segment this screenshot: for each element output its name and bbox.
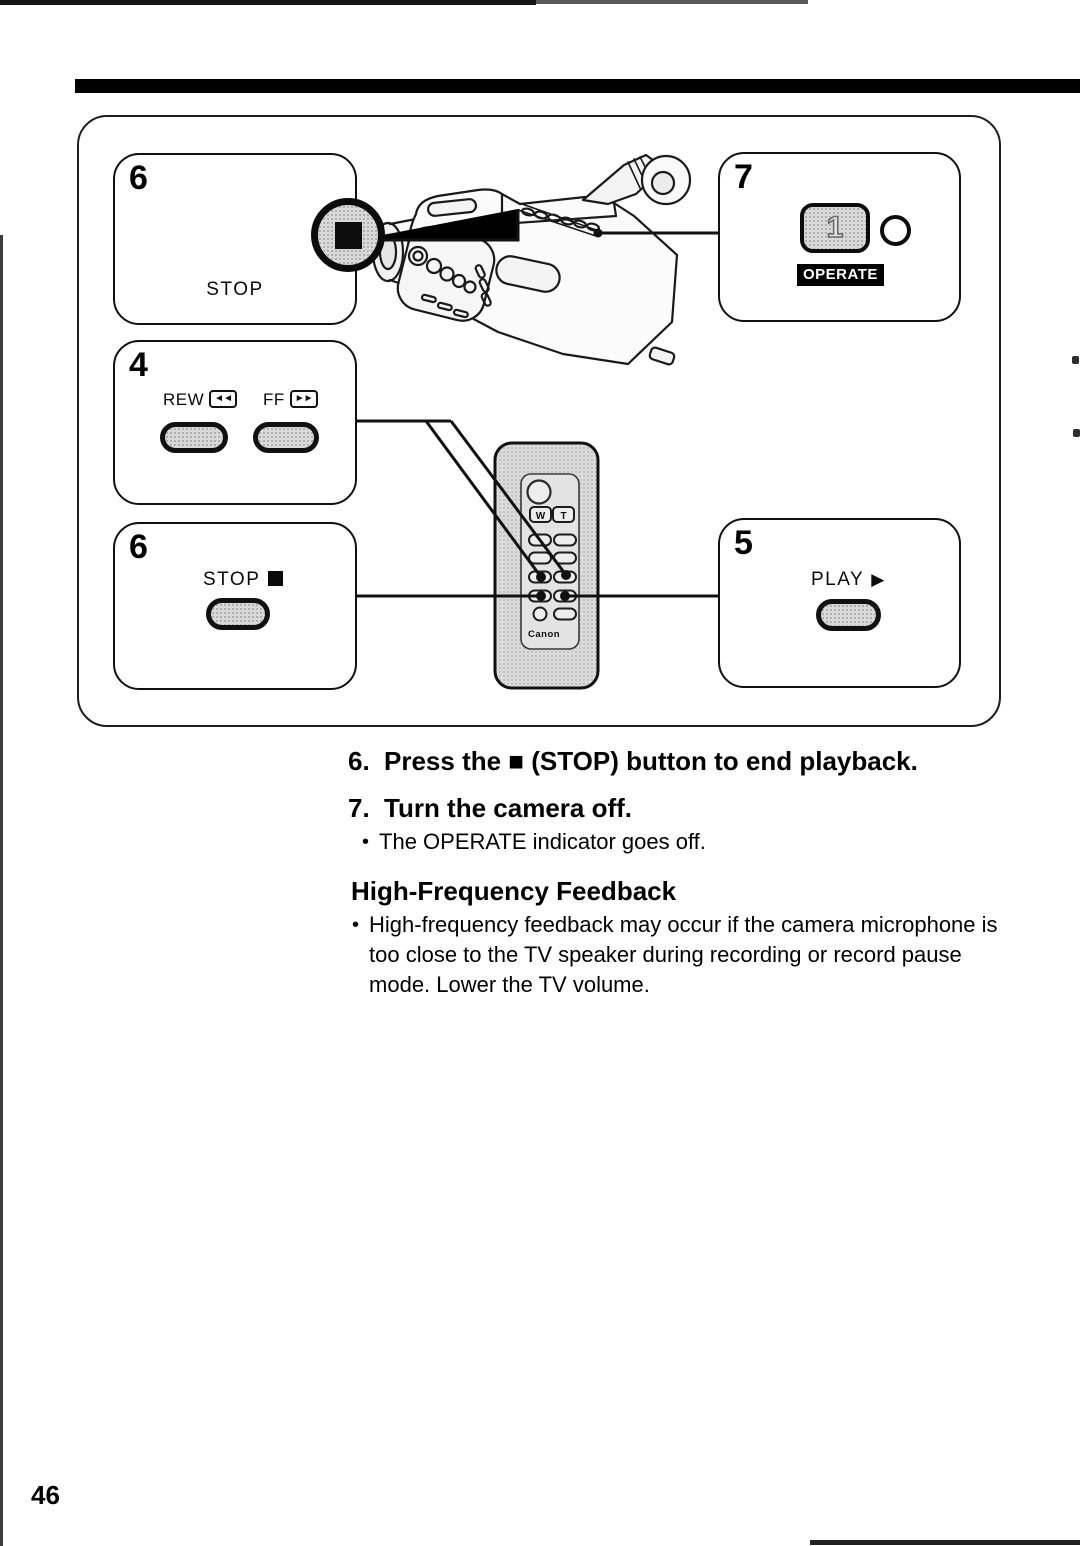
remote-zoom-t-label: T xyxy=(560,511,566,522)
callout-dots xyxy=(536,228,603,601)
callout-lines xyxy=(357,209,718,598)
operate-indicator-icon xyxy=(880,215,911,246)
scan-edge-top-gray xyxy=(536,0,808,4)
step-7-bullet-text: The OPERATE indicator goes off. xyxy=(379,829,706,854)
stop-icon xyxy=(268,571,284,586)
operate-label: OPERATE xyxy=(797,264,884,286)
note-bullet-text: High-frequency feedback may occur if the… xyxy=(369,912,998,997)
stop-text: STOP xyxy=(203,569,261,590)
note-heading: High-Frequency Feedback xyxy=(351,876,677,906)
bullet-icon: • xyxy=(362,831,370,853)
play-button xyxy=(816,599,881,631)
rew-text: REW xyxy=(163,390,205,409)
scan-edge-left xyxy=(0,235,3,1546)
remote-illustration: W T Canon xyxy=(493,441,600,690)
ff-icon: ►► xyxy=(289,390,318,408)
panel-stop-camera: 6 STOP xyxy=(113,153,385,325)
stop-button xyxy=(206,598,270,630)
note-bullet: • High-frequency feedback may occur if t… xyxy=(352,910,1000,1000)
stop-remote-label: STOP xyxy=(203,569,284,591)
scan-speck xyxy=(1072,356,1079,364)
step-number: 6 xyxy=(129,528,148,566)
power-dial-button: 1 xyxy=(800,203,870,253)
camcorder-illustration xyxy=(371,153,692,366)
panel-transport: 4 REW ◄◄ FF ►► xyxy=(113,340,357,505)
stop-button-label: STOP xyxy=(206,279,264,300)
ff-button xyxy=(253,422,319,453)
figure-illustration: W T Canon xyxy=(357,153,718,690)
instruction-step-7: 7. Turn the camera off. xyxy=(348,793,632,824)
panel-stop-remote: 6 STOP xyxy=(113,522,357,690)
rew-button xyxy=(160,422,228,453)
remote-brand-label: Canon xyxy=(528,629,560,640)
step-6-text: Press the ■ (STOP) button to end playbac… xyxy=(384,746,918,776)
step-number: 5 xyxy=(734,524,753,562)
step-7-number: 7. xyxy=(348,793,370,823)
page-number: 46 xyxy=(31,1480,60,1510)
scan-edge-top xyxy=(0,0,536,5)
stop-button-icon xyxy=(311,198,385,272)
play-text: PLAY xyxy=(811,569,865,590)
ff-label: FF ►► xyxy=(263,390,318,410)
step-7-bullet: • The OPERATE indicator goes off. xyxy=(362,827,982,857)
rew-label: REW ◄◄ xyxy=(163,390,237,410)
step-7-text: Turn the camera off. xyxy=(384,793,633,823)
step-number: 6 xyxy=(129,159,148,197)
scan-edge-bottom xyxy=(810,1540,1080,1545)
power-dial-digit: 1 xyxy=(826,210,844,245)
section-rule xyxy=(75,79,1080,93)
instruction-step-6: 6. Press the ■ (STOP) button to end play… xyxy=(348,746,918,777)
step-number: 4 xyxy=(129,346,148,384)
scan-speck xyxy=(1073,429,1080,437)
rew-icon: ◄◄ xyxy=(209,390,237,408)
step-6-number: 6. xyxy=(348,746,370,776)
play-icon: ▶ xyxy=(871,570,886,589)
panel-power: 7 1 OPERATE xyxy=(718,152,961,322)
panel-play: 5 PLAY ▶ xyxy=(718,518,961,688)
remote-zoom-w-label: W xyxy=(536,511,546,522)
ff-text: FF xyxy=(263,390,285,409)
step-number: 7 xyxy=(734,158,753,196)
play-label: PLAY ▶ xyxy=(811,569,886,591)
bullet-icon: • xyxy=(352,914,360,936)
